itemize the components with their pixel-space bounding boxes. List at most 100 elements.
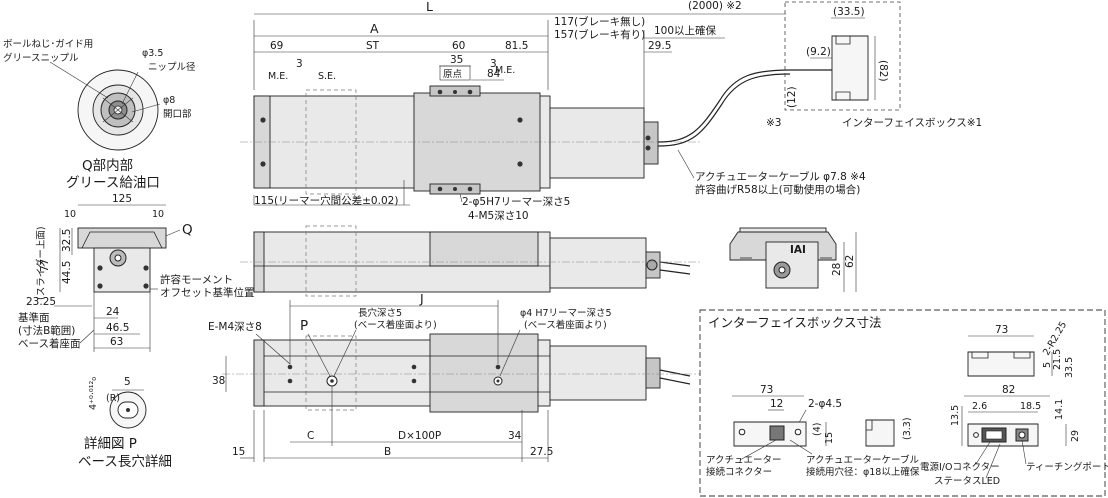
detail-p-subtitle: ベース長穴詳細 [78, 454, 172, 470]
left-end-view: 125 10 10 Q 32.5 77 (スライダー上面) 44.5 許容モーメ… [18, 193, 255, 352]
cable-bend-label: 許容曲げR58以上(可動使用の場合) [695, 183, 860, 196]
brake-with-dim: 157(ブレーキ有り) [554, 28, 645, 41]
q-callout: Q [182, 222, 193, 238]
offset-label: オフセット基準位置 [160, 286, 255, 299]
dim-69: 69 [270, 40, 283, 52]
ifbox-dim-33: (3.3) [902, 417, 913, 440]
dim-325: 32.5 [61, 229, 73, 252]
dim-34: 34 [508, 430, 522, 442]
ifbox-label: インターフェイスボックス※1 [842, 117, 982, 129]
origin-label: 原点 [443, 69, 463, 80]
dim-10b: 10 [152, 209, 164, 220]
ref-face-label: 基準面 [18, 311, 50, 324]
em4-label: E-M4深さ8 [208, 321, 262, 333]
detail-p-title: 詳細図 P [84, 436, 137, 452]
dim-10a: 10 [64, 209, 76, 220]
end-dim-28: 28 [831, 263, 843, 276]
dim-38: 38 [212, 375, 225, 387]
se-label: S.E. [318, 71, 336, 82]
side-view [240, 225, 700, 297]
ifbox-dim-12: (12) [786, 86, 798, 108]
ifbox-title: インターフェイスボックス寸法 [708, 315, 882, 330]
ifbox-dim-29: 29 [1070, 430, 1081, 442]
ifbox-dim-73a: 73 [995, 324, 1008, 336]
dim-445: 44.5 [61, 261, 73, 284]
end-dim-62: 62 [844, 255, 856, 268]
detail-p-view: 5 4⁺⁰·⁰¹²₀ (R) 詳細図 P ベース長穴詳細 [78, 376, 172, 470]
ref-range-label: (寸法B範囲) [18, 324, 75, 337]
ballscrew-label: ボールねじ･ガイド用 [3, 39, 93, 50]
top-view: L A 69 ST 60 81.5 35 原点 84 3 3 M.E. S.E.… [240, 0, 982, 222]
ifbox-dim-12: 12 [770, 398, 783, 410]
act-conn-label-2: 接続コネクター [706, 466, 772, 478]
dim-465: 46.5 [106, 322, 129, 334]
iai-logo: IAI [790, 244, 806, 256]
ifbox-dim-15: 15 [824, 432, 835, 444]
dim-295: 29.5 [648, 40, 671, 52]
dim-3a: 3 [296, 58, 303, 70]
me-label-a: M.E. [268, 71, 288, 82]
act-conn-label: アクチュエーター [706, 455, 782, 466]
ifbox-dim-141: 14.1 [1054, 399, 1065, 420]
power-io-label: 電源I/Oコネクター [920, 462, 1000, 473]
dim-dx100: D×100P [398, 430, 441, 442]
note3-label: ※3 [766, 117, 781, 129]
dim-24: 24 [106, 306, 120, 318]
p-callout: P [300, 318, 308, 334]
ifbox-dim-92: (9.2) [806, 46, 831, 58]
ifbox-dim-5: 5 [1042, 362, 1053, 368]
dim-15: 15 [232, 446, 245, 458]
dim-84: 84 [487, 68, 501, 80]
ream-hole-label: 2-φ5H7リーマー深さ5 [462, 196, 570, 208]
ifbox-dim-26: 2.6 [972, 401, 987, 412]
ifbox-dim-135: 13.5 [950, 405, 961, 426]
long-hole-note: (ベース着座面より) [354, 319, 437, 331]
ifbox-dim-82: (82) [877, 60, 889, 82]
brake-none-dim: 117(ブレーキ無し) [554, 15, 645, 28]
moment-label: 許容モーメント [160, 273, 233, 286]
teach-port-label: ティーチングポート [1026, 461, 1108, 473]
dim-60: 60 [452, 40, 465, 52]
ifbox-dim-2phi45: 2-φ4.5 [808, 398, 842, 410]
grease-nipple-label: グリースニップル [3, 52, 79, 64]
base-mount-label: ベース着座面 [18, 337, 80, 350]
nipple-dia-label: ニップル径 [148, 61, 196, 73]
phi8-label: φ8 [163, 95, 175, 106]
act-cable-label: アクチュエーターケーブル [806, 454, 919, 466]
phi4-ream-note: (ベース着座面より) [524, 319, 607, 331]
long-hole-label: 長穴深さ5 [358, 307, 402, 319]
status-led-label: ステータスLED [934, 476, 1000, 487]
m5-tap-label: 4-M5深さ10 [468, 210, 529, 222]
dim-815: 81.5 [505, 40, 528, 52]
dim-J: J [419, 291, 424, 306]
dim-3b: 3 [490, 58, 497, 70]
ifbox-dim-215: 21.5 [1052, 349, 1063, 370]
me-label-b: M.E. [495, 65, 515, 76]
ifbox-dim-82b: 82 [1002, 384, 1015, 396]
dim-2325: 23.25 [26, 296, 56, 308]
ream-pitch-label: 115(リーマー穴間公差±0.02) [254, 194, 398, 207]
detail-q-title: Q部内部 [82, 158, 133, 174]
dim-275: 27.5 [530, 446, 553, 458]
phi4-ream-label: φ4 H7リーマー深さ5 [520, 308, 612, 319]
dim-B: B [384, 446, 391, 458]
dim-35: 35 [450, 54, 463, 66]
secure-100-dim: 100以上確保 [654, 24, 717, 37]
phi35-label: φ3.5 [142, 48, 163, 59]
dim-L: L [426, 0, 433, 14]
detail-q-view: ボールねじ･ガイド用 グリースニップル φ3.5 ニップル径 φ8 開口部 Q部… [3, 39, 196, 191]
detail-q-subtitle: グリース給油口 [66, 175, 160, 191]
ifbox-dim-4: (4) [812, 423, 823, 436]
opening-label: 開口部 [163, 108, 192, 120]
ifbox-dim-335b: 33.5 [1064, 357, 1075, 378]
detail-p-tol: 4⁺⁰·⁰¹²₀ [88, 377, 99, 410]
detail-p-radius: (R) [106, 393, 120, 404]
ifbox-dim-185: 18.5 [1020, 401, 1041, 412]
dim-C: C [307, 430, 314, 442]
interface-box-panel: インターフェイスボックス寸法 73 2-R2.25 5 21.5 33.5 82… [699, 309, 1108, 497]
dim-ST: ST [366, 40, 380, 52]
right-end-view: IAI 28 62 [729, 227, 857, 292]
bottom-view: E-M4深さ8 P 長穴深さ5 (ベース着座面より) J φ4 H7リーマー深さ… [208, 291, 700, 462]
